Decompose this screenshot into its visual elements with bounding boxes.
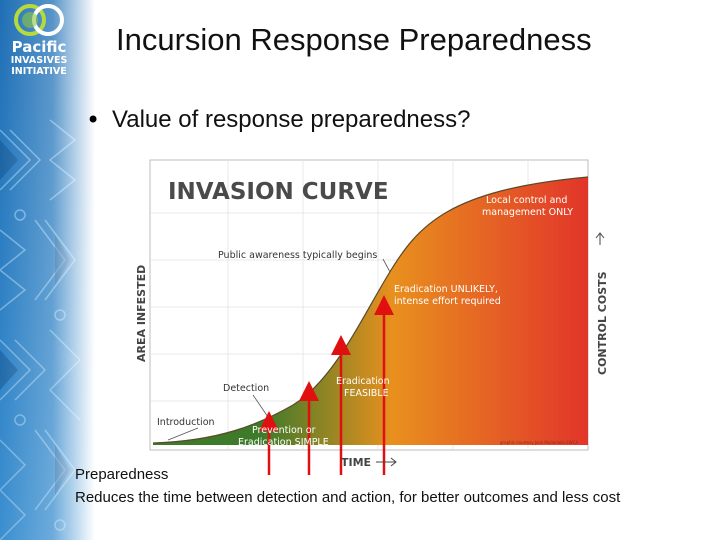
label-eradication-unlikely-1: Eradication UNLIKELY, xyxy=(394,284,498,295)
caption-title: Preparedness xyxy=(75,466,169,483)
preparedness-arrows xyxy=(259,295,394,475)
control-costs-arrow-icon xyxy=(595,232,605,245)
logo-text-invasives: INVASIVES xyxy=(10,55,68,66)
logo-text-initiative: INITIATIVE xyxy=(11,66,67,77)
x-axis-label: TIME xyxy=(341,456,371,469)
label-public-awareness: Public awareness typically begins xyxy=(218,250,377,261)
label-eradication-feasible-2: FEASIBLE xyxy=(344,388,389,399)
invasion-curve-area xyxy=(153,177,588,445)
label-local-control-1: Local control and xyxy=(486,195,567,206)
invasion-curve-diagram: INVASION CURVE AREA INFESTED CONTROL COS… xyxy=(135,159,609,475)
invasion-curve-line xyxy=(152,176,589,444)
bullet-text: Value of response preparedness? xyxy=(112,106,471,133)
slide-title: Incursion Response Preparedness xyxy=(116,22,592,57)
right-axis-label: CONTROL COSTS xyxy=(596,271,609,375)
label-prevention-1: Prevention or xyxy=(252,425,316,436)
tribal-pattern-background xyxy=(0,0,95,540)
label-introduction: Introduction xyxy=(157,417,215,428)
label-eradication-feasible-1: Eradication xyxy=(336,376,390,387)
time-arrow-icon xyxy=(376,457,397,467)
bullet-marker: • xyxy=(86,106,101,134)
sidebar-pattern: Pacific INVASIVES INITIATIVE xyxy=(0,0,95,540)
diagram-title: INVASION CURVE xyxy=(168,179,389,205)
label-detection: Detection xyxy=(223,383,269,394)
y-axis-label: AREA INFESTED xyxy=(135,265,148,362)
logo-text-pacific: Pacific xyxy=(11,38,67,56)
caption-body: Reduces the time between detection and a… xyxy=(75,489,621,506)
label-eradication-unlikely-2: intense effort required xyxy=(394,296,501,307)
graphic-credit: graphic courtesy Josh Mullerleile EWCA xyxy=(500,440,579,445)
label-local-control-2: management ONLY xyxy=(482,207,573,218)
label-prevention-2: Eradication SIMPLE xyxy=(238,437,329,448)
logo-rings-icon xyxy=(14,4,64,36)
pacific-invasives-logo: Pacific INVASIVES INITIATIVE xyxy=(0,0,92,105)
